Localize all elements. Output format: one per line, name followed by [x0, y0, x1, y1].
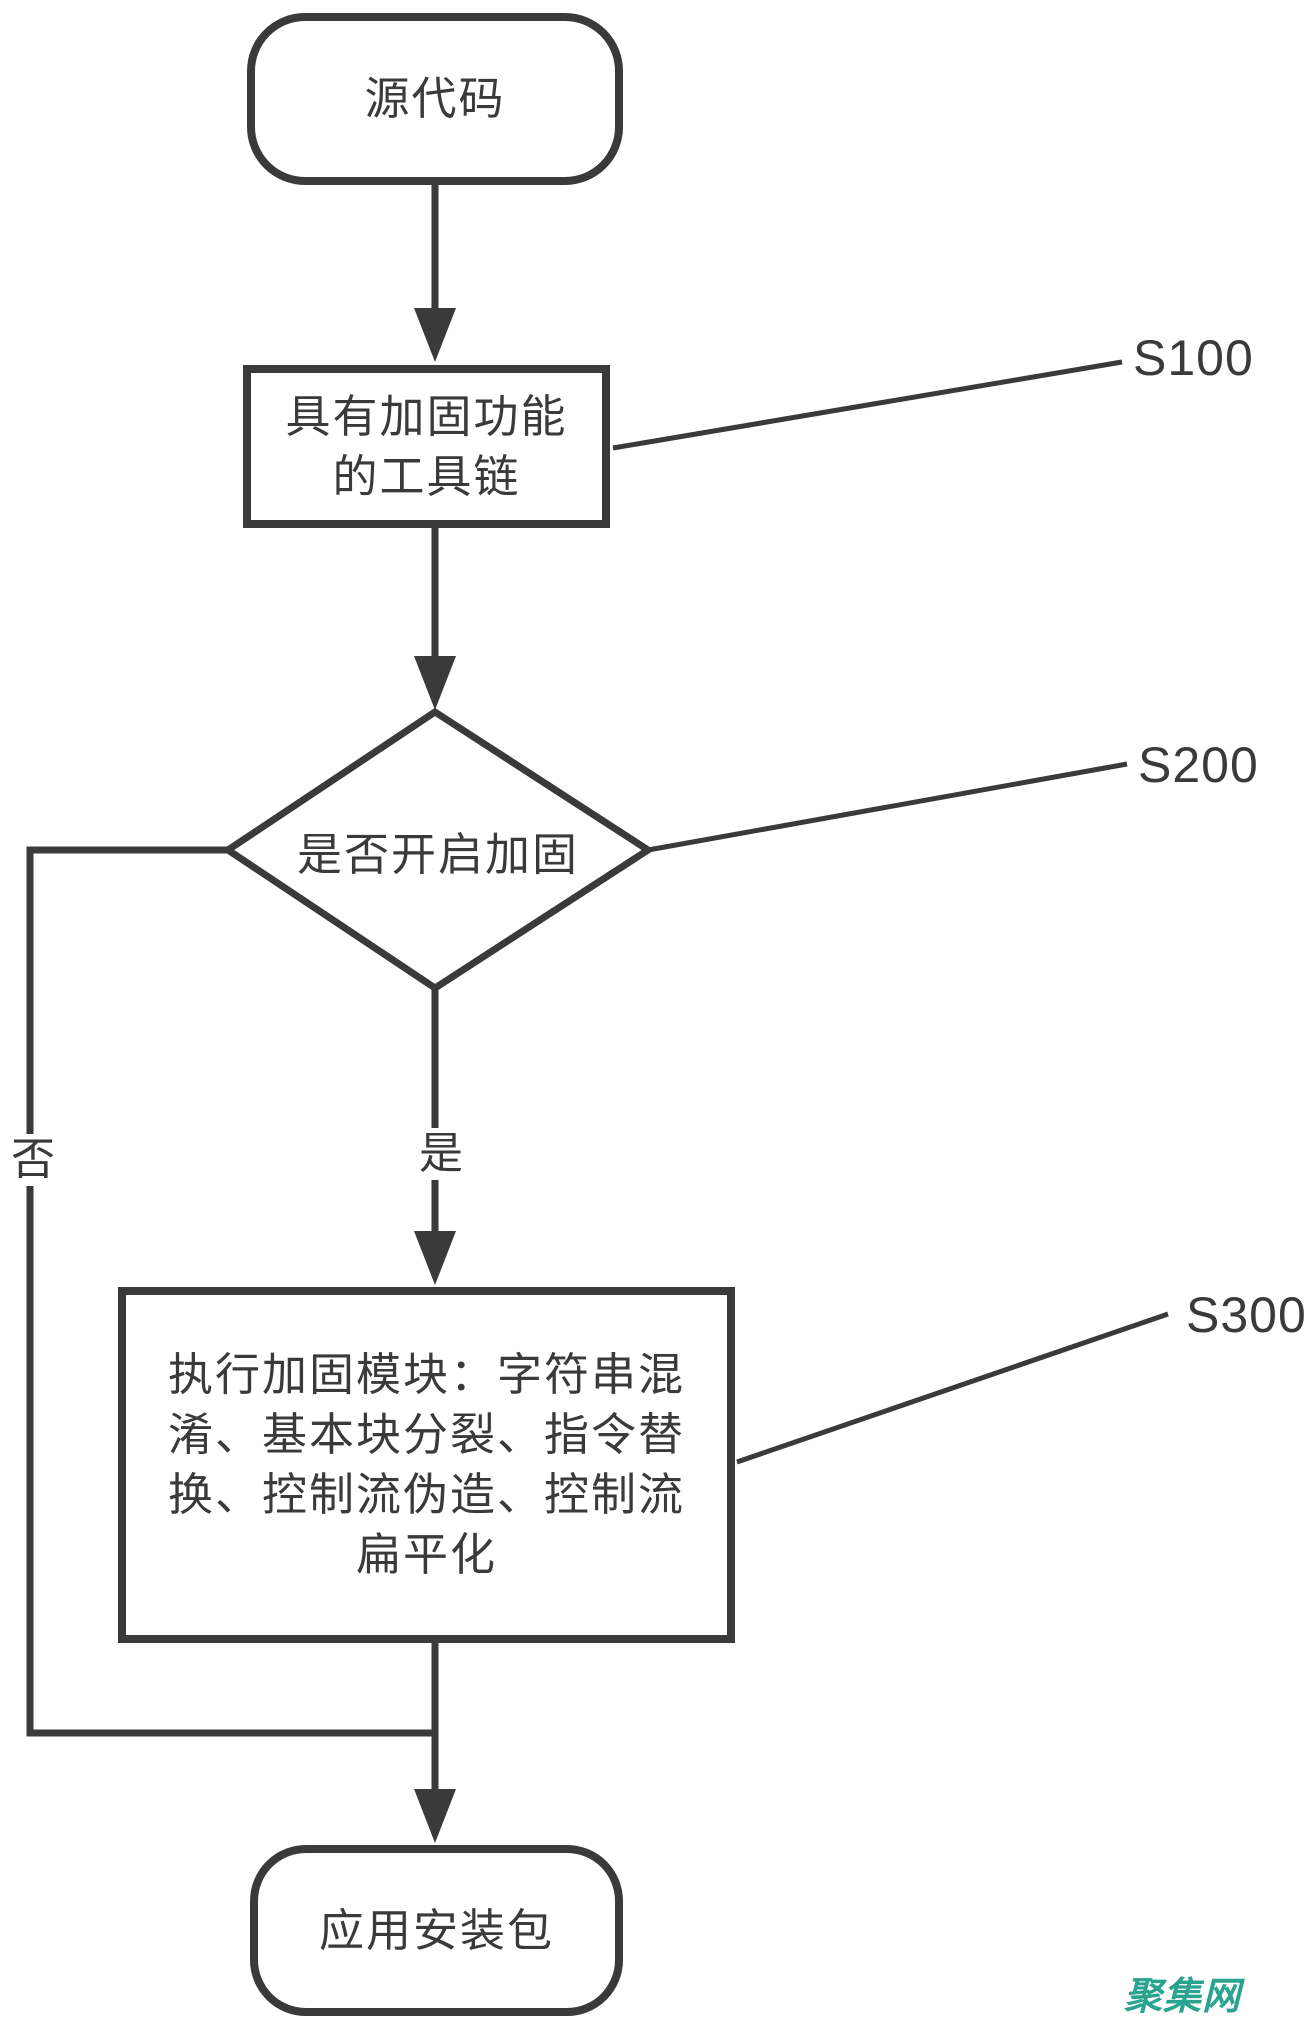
node-harden-module-line4: 扁平化: [355, 1528, 497, 1580]
node-harden-module-line1: 执行加固模块：字符串混: [167, 1349, 685, 1401]
node-source-code: 源代码: [247, 13, 623, 185]
node-app-package: 应用安装包: [250, 1845, 623, 2016]
edge-label-no: 否: [8, 1134, 58, 1186]
node-harden-module-line3: 换、控制流伪造、控制流: [167, 1469, 685, 1520]
arrowhead-into-toolchain: [414, 308, 456, 362]
node-toolchain-line1: 具有加固功能: [285, 390, 568, 442]
node-harden-module: 执行加固模块：字符串混 淆、基本块分裂、指令替 换、控制流伪造、控制流 扁平化: [118, 1287, 735, 1643]
node-decision-label: 是否开启加固: [296, 828, 579, 880]
leader-line-s200: [647, 761, 1128, 853]
arrowhead-into-module: [414, 1231, 456, 1285]
node-toolchain: 具有加固功能 的工具链: [243, 365, 610, 528]
node-harden-module-line2: 淆、基本块分裂、指令替: [167, 1409, 685, 1461]
edge-label-yes: 是: [416, 1128, 466, 1180]
step-label-s200: S200: [1138, 737, 1259, 793]
edge-decision-no-bypass: [26, 846, 438, 1737]
arrowhead-into-decision: [414, 656, 456, 710]
node-toolchain-line2: 的工具链: [332, 450, 521, 502]
arrowhead-into-output: [414, 1789, 456, 1843]
decision-diamond-shape: [221, 707, 655, 993]
step-label-s300: S300: [1186, 1287, 1307, 1343]
watermark: 聚集网: [1124, 1976, 1242, 2018]
node-source-code-label: 源代码: [364, 73, 506, 125]
step-label-s100: S100: [1133, 330, 1254, 386]
leader-line-s100: [612, 359, 1123, 451]
node-app-package-label: 应用安装包: [318, 1904, 554, 1956]
leader-line-s300: [736, 1311, 1169, 1465]
